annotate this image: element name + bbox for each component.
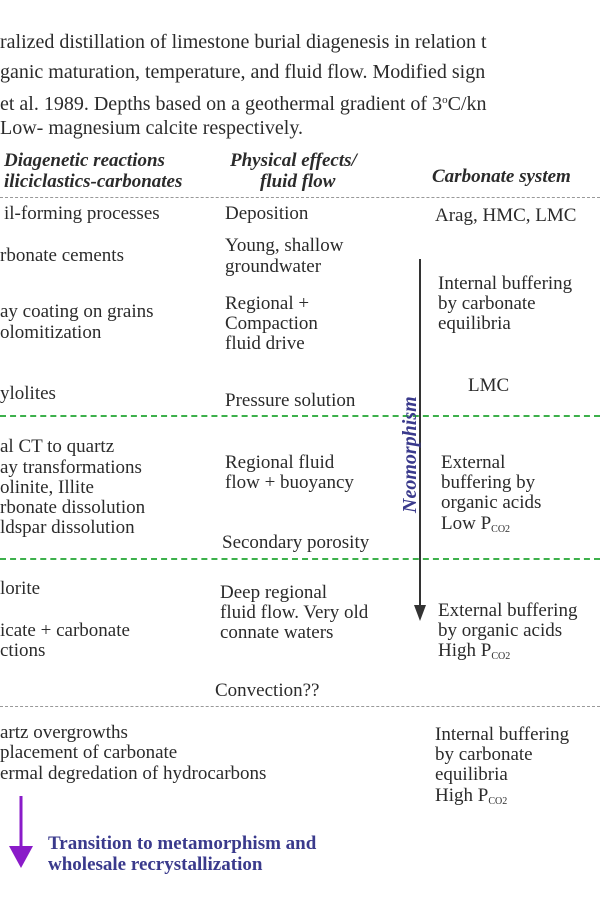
col2-groundwater: groundwater [225,256,322,277]
col2-young: Young, shallow [225,235,344,256]
col3-equilibria-1: equilibria [438,313,511,334]
col2-regional-fluid: Regional fluid [225,452,335,473]
neomorphism-arrow-icon [414,259,426,621]
col1-opal: al CT to quartz [0,436,115,457]
header-divider [0,197,600,198]
col2-fluid-drive: fluid drive [225,333,305,354]
col3-lmc: LMC [468,375,510,396]
col1-dolomitization: olomitization [0,322,102,343]
col2-secondary-porosity: Secondary porosity [222,532,370,553]
header-fluid-flow: fluid flow [260,171,336,192]
header-siliciclastics: iliciclastics-carbonates [4,171,183,192]
col3-internal-buffering-1: Internal buffering [438,273,573,294]
col3-by-carbonate-2: by carbonate [435,744,533,765]
col1-replacement: placement of carbonate [0,742,178,763]
col1-carbonate-cements: rbonate cements [0,245,124,266]
col1-actions: ctions [0,640,46,661]
col2-deposition: Deposition [225,203,309,224]
col1-quartz: artz overgrowths [0,722,128,743]
col3-high-pco2-2: High PCO2 [435,785,508,807]
col2-buoyancy: flow + buoyancy [225,472,354,493]
col2-compaction: Compaction [225,313,318,334]
transition-label: Transition to metamorphism and wholesale… [48,833,317,875]
col1-chlorite: lorite [0,578,41,599]
col2-pressure-solution: Pressure solution [225,390,356,411]
gray-divider-lower [0,706,600,707]
col3-high-pco2-1: High PCO2 [438,640,511,662]
col1-stylolites: ylolites [0,383,56,404]
col2-deep-regional: Deep regional [220,582,328,603]
col3-organic-acids-1: organic acids [441,492,542,513]
col3-buffering-by: buffering by [441,472,536,493]
header-diagenetic-reactions: Diagenetic reactions [4,150,165,171]
caption-line-1: ralized distillation of limestone burial… [0,31,487,53]
col1-soil: il-forming processes [4,203,160,224]
col3-by-carbonate-1: by carbonate [438,293,536,314]
col1-thermal: ermal degredation of hydrocarbons [0,763,267,784]
col3-low-pco2: Low PCO2 [441,513,511,535]
col3-equilibria-2: equilibria [435,764,508,785]
col1-kaolinite: olinite, Illite [0,477,94,498]
col2-convection: Convection?? [215,680,320,701]
header-physical-effects: Physical effects/ [230,150,357,171]
col1-carbonate-dissolution: rbonate dissolution [0,497,146,518]
header-carbonate-system: Carbonate system [432,166,571,187]
caption-line-4: Low- magnesium calcite respectively. [0,117,304,139]
col1-clay-coating: ay coating on grains [0,301,154,322]
col2-very-old: fluid flow. Very old [220,602,369,623]
green-divider-upper [0,415,600,417]
col3-arag: Arag, HMC, LMC [435,205,577,226]
col1-feldspar: ldspar dissolution [0,517,135,538]
col3-organic-acids-2: by organic acids [438,620,563,641]
col1-clay-transformations: ay transformations [0,457,142,478]
col3-external: External [441,452,506,473]
neomorphism-label: Neomorphism [399,396,421,514]
col1-silicate: icate + carbonate [0,620,130,641]
col3-internal-buffering-2: Internal buffering [435,724,570,745]
green-divider-lower [0,558,600,560]
transition-arrow-icon [9,796,33,868]
caption-line-3: et al. 1989. Depths based on a geotherma… [0,93,487,115]
col2-regional: Regional + [225,293,310,314]
caption-line-2: ganic maturation, temperature, and fluid… [0,61,486,83]
col2-connate: connate waters [220,622,334,643]
col3-external-buffering: External buffering [438,600,578,621]
